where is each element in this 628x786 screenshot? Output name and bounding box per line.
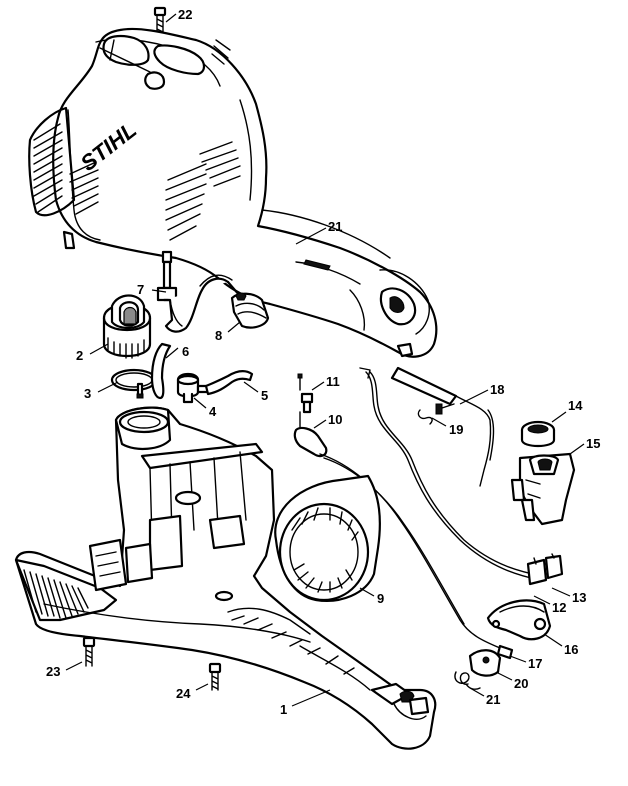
callout-22: 21: [328, 219, 342, 234]
callout-9: 9: [377, 591, 384, 606]
part-14-button: [520, 420, 556, 448]
part-23-top-screw: [153, 6, 167, 39]
callout-1: 1: [280, 702, 287, 717]
part-8-fuel-filter: [226, 280, 270, 329]
callout-3: 3: [84, 386, 91, 401]
part-16-throttle-trigger: [486, 599, 552, 641]
callout-17: 17: [528, 656, 542, 671]
callout-15: 15: [586, 436, 600, 451]
part-24-screw: [208, 662, 222, 691]
callout-4: 4: [209, 404, 217, 419]
callout-8: 8: [215, 328, 222, 343]
callout-24: 24: [176, 686, 191, 701]
callout-7: 7: [137, 282, 144, 297]
part-4-connector: [176, 372, 210, 404]
part-18-lever: [390, 366, 495, 487]
part-22-shroud: STIHL: [28, 27, 438, 358]
callout-18: 18: [490, 382, 504, 397]
callout-19: 19: [449, 422, 463, 437]
callout-20: 20: [514, 676, 528, 691]
part-2-fuel-cap: [102, 294, 152, 359]
callout-5: 5: [261, 388, 268, 403]
part-15-switch-housing: [510, 452, 576, 526]
part-3-oring: [110, 368, 158, 399]
callout-2: 2: [76, 348, 83, 363]
part-19-clip: [417, 403, 455, 425]
leader-lines: [65, 13, 585, 707]
callout-11: 11: [326, 374, 340, 389]
callouts: 22 21 7 8 2 6 3 4 5 11 10 9 18 19 14 15 …: [46, 7, 600, 717]
part-17-pin: [496, 644, 514, 660]
part-12-throttle-rod: [359, 367, 543, 581]
part-11-screw: [297, 373, 314, 414]
part-21-spring: [454, 671, 481, 690]
callout-12: 12: [552, 600, 566, 615]
part-20-lever: [468, 649, 502, 677]
callout-13: 13: [572, 590, 586, 605]
callout-16: 16: [564, 642, 578, 657]
callout-23-top: 22: [178, 7, 192, 22]
part-23-bottom-screw: [82, 636, 96, 667]
part-5-hose: [204, 370, 254, 396]
part-6-hose: [150, 342, 172, 400]
callout-10: 10: [328, 412, 342, 427]
callout-23-bottom: 23: [46, 664, 60, 679]
callout-21: 21: [486, 692, 500, 707]
part-9-fan-cover: [274, 474, 381, 602]
part-13-clip: [526, 553, 564, 586]
callout-14: 14: [568, 398, 583, 413]
part-1-main-housing: [14, 406, 437, 750]
callout-6: 6: [182, 344, 189, 359]
part-7-fuel-line: [156, 250, 233, 333]
